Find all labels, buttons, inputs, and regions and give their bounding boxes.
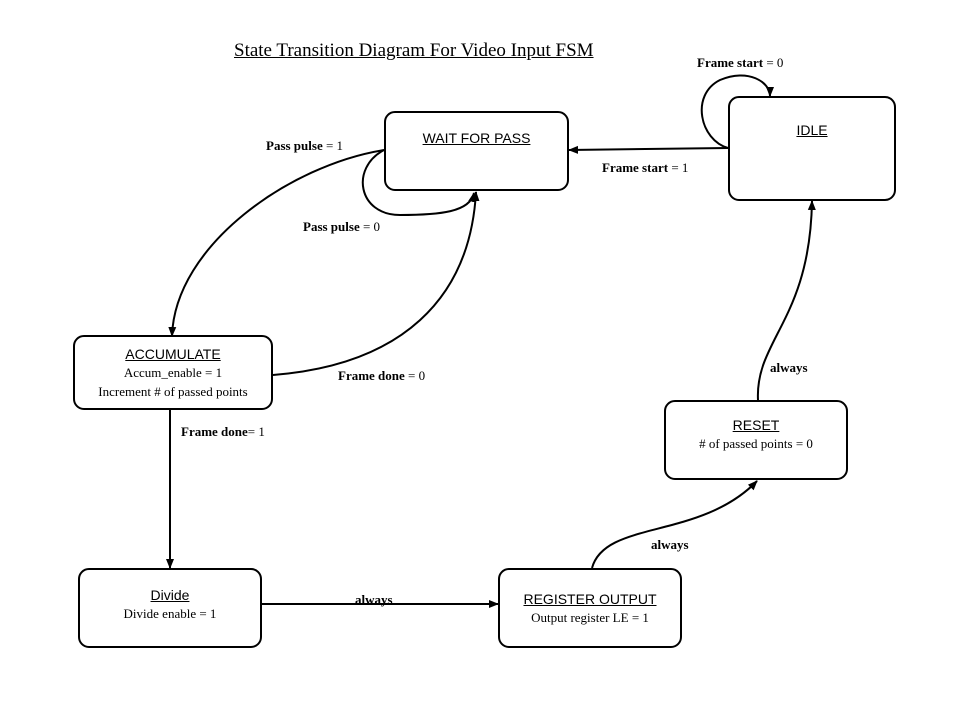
state-name: Divide (150, 587, 190, 603)
state-action: Output register LE = 1 (531, 610, 649, 625)
label-idle-to-wait: Frame start = 1 (602, 160, 689, 175)
edge-idle-to-wait (568, 145, 729, 154)
label-accumulate-to-divide: Frame done= 1 (181, 424, 265, 439)
state-name: RESET (732, 417, 780, 433)
label-wait-self-loop: Pass pulse = 0 (303, 219, 381, 234)
state-idle: IDLE (728, 96, 896, 201)
label-reset-to-idle: always (770, 360, 808, 375)
diagram-title: State Transition Diagram For Video Input… (234, 40, 594, 61)
label-register-to-reset: always (651, 537, 689, 552)
state-name: REGISTER OUTPUT (523, 591, 657, 607)
label-idle-self-loop: Frame start = 0 (697, 55, 784, 70)
label-accumulate-to-wait: Frame done = 0 (338, 368, 426, 383)
state-action: Increment # of passed points (98, 384, 248, 399)
edge-wait-to-accumulate (168, 149, 385, 337)
edge-reset-to-idle (756, 200, 816, 401)
state-register-output: REGISTER OUTPUT Output register LE = 1 (498, 568, 682, 648)
edge-accumulate-to-wait (272, 191, 480, 376)
state-wait-for-pass: WAIT FOR PASS (384, 111, 569, 191)
state-divide: Divide Divide enable = 1 (78, 568, 262, 648)
state-name: ACCUMULATE (125, 346, 221, 362)
state-name: IDLE (796, 122, 828, 138)
state-action: Accum_enable = 1 (123, 365, 223, 380)
state-accumulate: ACCUMULATE Accum_enable = 1 Increment # … (73, 335, 273, 410)
label-wait-to-accumulate: Pass pulse = 1 (266, 138, 344, 153)
state-action: # of passed points = 0 (699, 436, 813, 451)
edge-register-to-reset (591, 480, 758, 569)
edge-idle-self-loop (700, 74, 774, 149)
label-divide-to-register: always (355, 592, 393, 607)
state-reset: RESET # of passed points = 0 (664, 400, 848, 480)
state-action: Divide enable = 1 (123, 606, 217, 621)
state-name: WAIT FOR PASS (422, 130, 531, 146)
edge-wait-self-loop (361, 149, 477, 217)
